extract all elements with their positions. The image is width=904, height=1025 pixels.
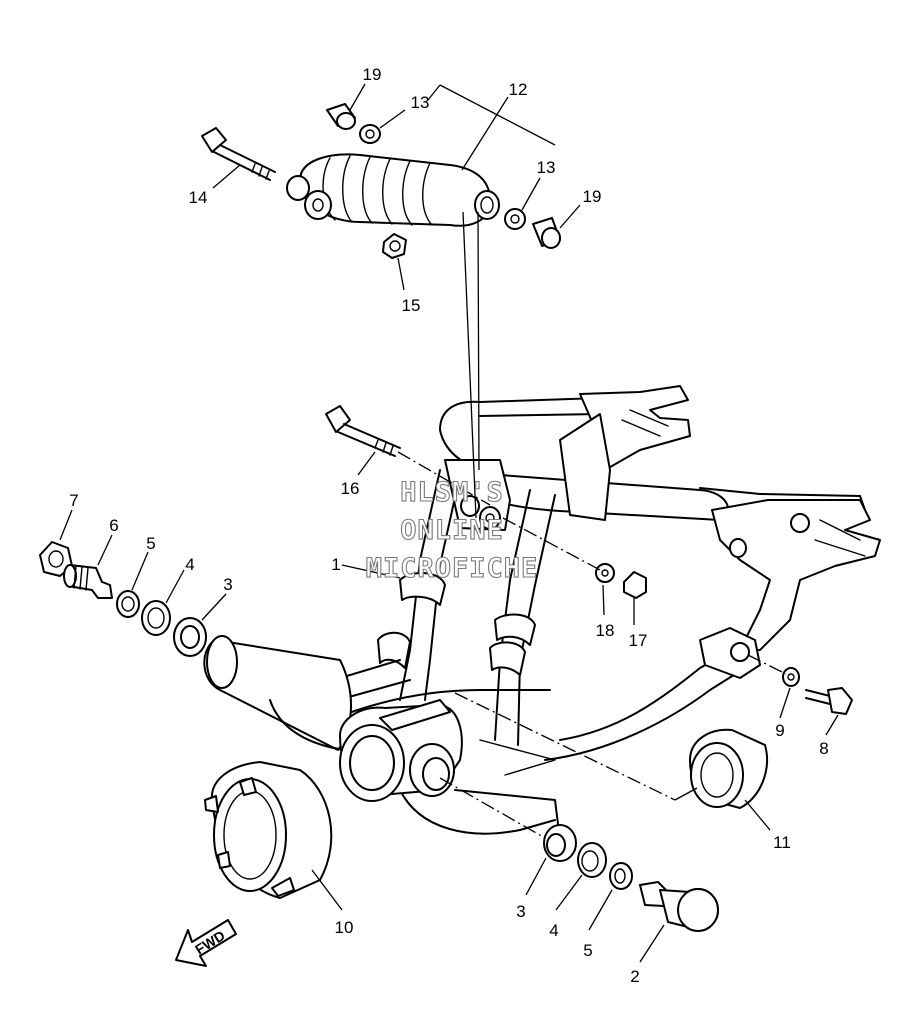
callout-4a: 4 xyxy=(185,555,194,574)
callout-leaders xyxy=(59,83,839,963)
callout-12: 12 xyxy=(509,80,528,99)
rear-shock-absorber xyxy=(286,153,500,227)
bolt-14 xyxy=(201,127,276,181)
callout-3a: 3 xyxy=(223,575,232,594)
bushing-11 xyxy=(689,728,768,809)
washer-18 xyxy=(595,563,615,583)
callout-18: 18 xyxy=(596,621,615,640)
callout-6: 6 xyxy=(109,516,118,535)
washer-13-upper xyxy=(359,124,381,144)
callout-19a: 19 xyxy=(363,65,382,84)
cover-10 xyxy=(204,761,333,899)
collar-19-right xyxy=(532,217,561,249)
callout-14: 14 xyxy=(189,188,208,207)
washer-5-right xyxy=(609,862,633,890)
callout-9: 9 xyxy=(775,721,784,740)
callout-13b: 13 xyxy=(537,158,556,177)
callout-19b: 19 xyxy=(583,187,602,206)
alignment-lines xyxy=(397,211,787,839)
watermark-line-3: MICROFICHE xyxy=(366,553,539,584)
callout-1: 1 xyxy=(331,555,340,574)
bearing-3-right xyxy=(543,824,577,862)
washer-13-right xyxy=(504,208,526,230)
callout-13a: 13 xyxy=(411,93,430,112)
callout-16: 16 xyxy=(341,479,360,498)
oil-seal-4-left xyxy=(141,600,171,636)
watermark-line-2: ONLINE xyxy=(400,515,504,546)
bearing-3-left xyxy=(173,617,207,657)
callout-3b: 3 xyxy=(516,902,525,921)
callout-7: 7 xyxy=(69,491,78,510)
nut-17 xyxy=(623,571,647,599)
callout-labels: 19 13 12 13 19 14 15 16 7 6 5 4 3 1 18 1… xyxy=(69,65,828,986)
callout-2: 2 xyxy=(630,967,639,986)
callout-5a: 5 xyxy=(146,534,155,553)
swingarm xyxy=(203,385,881,841)
callout-17: 17 xyxy=(629,631,648,650)
callout-5b: 5 xyxy=(583,941,592,960)
callout-10: 10 xyxy=(335,918,354,937)
washer-5-left xyxy=(116,590,140,618)
bolt-16 xyxy=(325,405,401,457)
watermark: HLSM'S ONLINE MICROFICHE xyxy=(365,476,539,584)
callout-11: 11 xyxy=(773,833,791,852)
collar-19-upper xyxy=(326,103,356,130)
watermark-line-1: HLSM'S xyxy=(400,477,504,508)
bolt-8 xyxy=(805,687,853,715)
pivot-shaft-6 xyxy=(63,564,113,599)
callout-15: 15 xyxy=(402,296,421,315)
oil-seal-4-right xyxy=(577,842,607,878)
nut-15 xyxy=(382,233,407,259)
callout-4b: 4 xyxy=(549,921,558,940)
fwd-arrow-icon: FWD xyxy=(175,919,237,967)
pivot-shaft-2 xyxy=(639,881,719,932)
callout-8: 8 xyxy=(819,739,828,758)
washer-9 xyxy=(782,667,800,687)
